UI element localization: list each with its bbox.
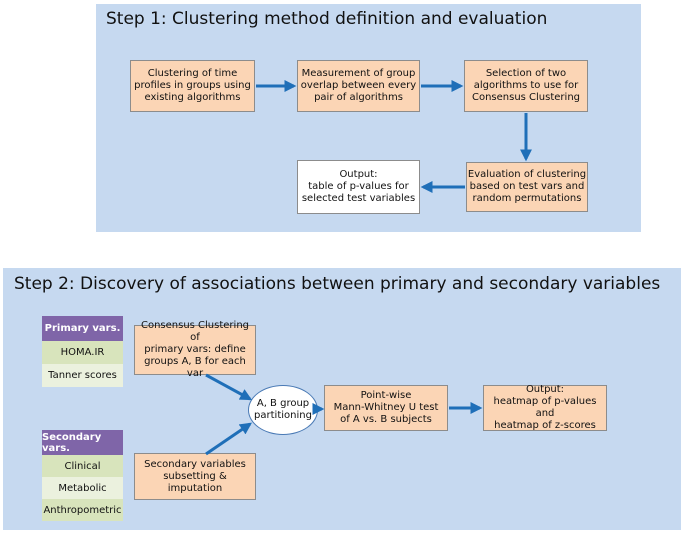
mann-whitney-box: Point-wise Mann-Whitney U test of A vs. … xyxy=(324,385,448,431)
secondary-var-clinical: Clinical xyxy=(42,455,123,477)
secondary-subsetting-box: Secondary variables subsetting & imputat… xyxy=(134,453,256,500)
step2-output-box: Output: heatmap of p-values and heatmap … xyxy=(483,384,607,431)
secondary-var-metabolic: Metabolic xyxy=(42,477,123,499)
clustering-box: Clustering of time profiles in groups us… xyxy=(130,60,255,112)
step1-title: Step 1: Clustering method definition and… xyxy=(106,9,548,29)
arrow-consensus-to-partitioning xyxy=(205,373,253,401)
algorithm-selection-box: Selection of two algorithms to use for C… xyxy=(464,60,588,112)
step2-title: Step 2: Discovery of associations betwee… xyxy=(14,274,661,294)
secondary-var-anthropometric: Anthropometric xyxy=(42,499,123,521)
primary-var-tanner-scores: Tanner scores xyxy=(42,364,123,387)
evaluation-box: Evaluation of clustering based on test v… xyxy=(466,162,588,212)
consensus-clustering-box: Consensus Clustering of primary vars: de… xyxy=(134,320,256,379)
arrow-subsetting-to-partitioning xyxy=(205,422,252,456)
primary-vars-header: Primary vars. xyxy=(42,316,123,341)
ab-partitioning-node: A, B group partitioning xyxy=(248,385,318,435)
secondary-vars-header: Secondary vars. xyxy=(42,430,123,455)
overlap-measurement-box: Measurement of group overlap between eve… xyxy=(297,60,420,112)
primary-var-homa-ir: HOMA.IR xyxy=(42,341,123,364)
step1-output-box: Output: table of p-values for selected t… xyxy=(297,160,420,214)
